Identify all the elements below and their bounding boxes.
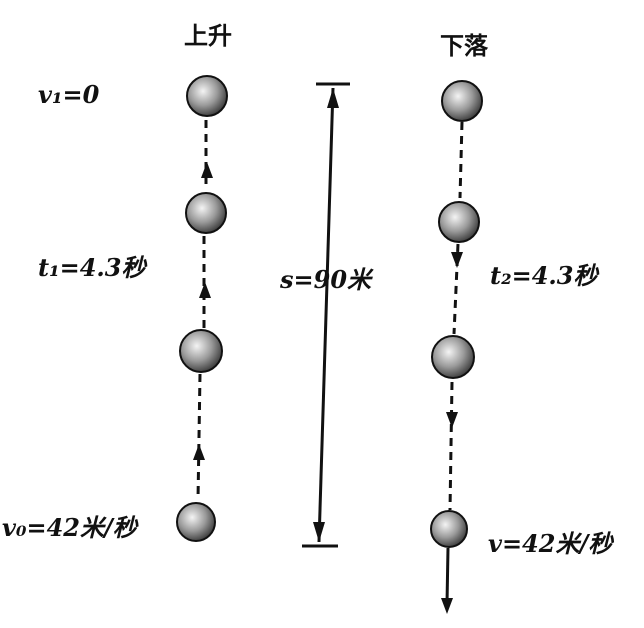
fall-heading: 下落 [440,31,488,60]
rise-ball-upper [185,192,227,234]
rise-ball-lower [179,329,223,373]
fall-arrow-icon [441,252,463,614]
rise-top-velocity-label: v₁=0 [38,80,100,109]
fall-ball-bottom [430,510,468,548]
fall-time-label: t₂=4.3秒 [490,261,598,290]
height-bracket [302,82,350,548]
rise-arrow-icon [193,162,213,460]
fall-end-velocity-label: v=42米/秒 [488,529,613,558]
rise-path [196,120,208,501]
fall-ball-top [441,80,483,122]
fall-ball-lower [431,335,475,379]
rise-start-velocity-label: v₀=42米/秒 [2,513,137,542]
rise-ball-top [186,75,228,117]
rise-time-label: t₁=4.3秒 [38,253,146,282]
rise-ball-bottom [176,502,216,542]
rise-balls [176,75,228,542]
rise-heading: 上升 [184,21,232,50]
fall-ball-upper [438,201,480,243]
fall-balls [430,80,483,548]
